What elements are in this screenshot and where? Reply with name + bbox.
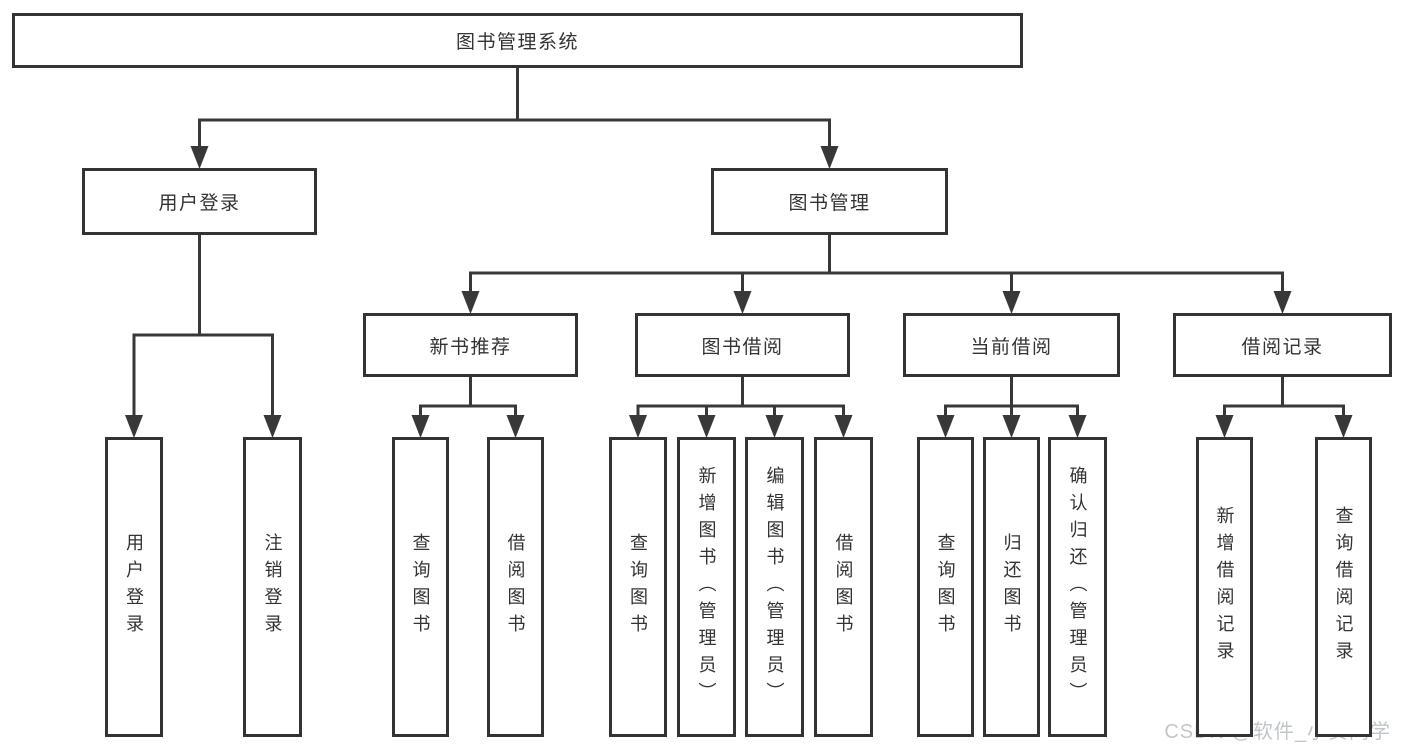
arrowhead-icon bbox=[834, 415, 853, 438]
diagram-node-new-book-rec: 新书推荐 bbox=[363, 313, 578, 377]
arrowhead-icon bbox=[733, 291, 752, 314]
diagram-node-leaf-borrow-book-1: 借阅图书 bbox=[487, 437, 544, 737]
diagram-node-leaf-borrow-book-2: 借阅图书 bbox=[814, 437, 873, 737]
arrowhead-icon bbox=[1273, 291, 1292, 314]
arrowhead-icon bbox=[820, 146, 839, 169]
arrowhead-icon bbox=[411, 415, 430, 438]
diagram-node-current-borrow: 当前借阅 bbox=[903, 313, 1120, 377]
diagram-node-leaf-query-book-3: 查询图书 bbox=[917, 437, 974, 737]
arrowhead-icon bbox=[125, 415, 143, 438]
diagram-node-leaf-query-record: 查询借阅记录 bbox=[1315, 437, 1372, 737]
arrowhead-icon bbox=[506, 415, 525, 438]
node-label: 新增图书（管理员） bbox=[696, 465, 717, 709]
diagram-node-book-borrow: 图书借阅 bbox=[635, 313, 850, 377]
node-label: 查询借阅记录 bbox=[1333, 506, 1354, 668]
arrowhead-icon bbox=[190, 146, 209, 169]
node-label: 查询图书 bbox=[410, 533, 431, 641]
node-label: 编辑图书（管理员） bbox=[764, 465, 785, 709]
arrowhead-icon bbox=[1068, 415, 1087, 438]
diagram-node-leaf-add-book: 新增图书（管理员） bbox=[677, 437, 736, 737]
diagram-node-borrow-record: 借阅记录 bbox=[1173, 313, 1392, 377]
arrowhead-icon bbox=[1334, 415, 1353, 438]
arrowhead-icon bbox=[461, 291, 480, 314]
arrowhead-icon bbox=[697, 415, 716, 438]
node-label: 新增借阅记录 bbox=[1214, 506, 1235, 668]
arrowhead-icon bbox=[936, 415, 955, 438]
node-label: 注销登录 bbox=[262, 533, 283, 641]
arrowhead-icon bbox=[1215, 415, 1234, 438]
diagram-node-book-mgmt: 图书管理 bbox=[711, 168, 948, 235]
node-label: 借阅图书 bbox=[833, 533, 854, 641]
arrowhead-icon bbox=[765, 415, 784, 438]
diagram-node-leaf-add-record: 新增借阅记录 bbox=[1196, 437, 1253, 737]
arrowhead-icon bbox=[629, 415, 647, 438]
arrowhead-icon bbox=[1002, 291, 1021, 314]
arrowhead-icon bbox=[263, 415, 282, 438]
node-label: 归还图书 bbox=[1001, 533, 1022, 641]
node-label: 查询图书 bbox=[935, 533, 956, 641]
diagram-node-leaf-return-book: 归还图书 bbox=[983, 437, 1040, 737]
diagram-node-leaf-query-book-1: 查询图书 bbox=[392, 437, 449, 737]
diagram-node-leaf-user-login: 用户登录 bbox=[105, 437, 163, 737]
arrowhead-icon bbox=[1002, 415, 1021, 438]
node-label: 借阅图书 bbox=[505, 533, 526, 641]
diagram-node-leaf-logout: 注销登录 bbox=[243, 437, 302, 737]
diagram-node-root: 图书管理系统 bbox=[12, 13, 1023, 68]
diagram-node-user-login: 用户登录 bbox=[82, 168, 317, 235]
diagram-node-leaf-edit-book: 编辑图书（管理员） bbox=[745, 437, 804, 737]
node-label: 用户登录 bbox=[124, 533, 144, 641]
node-label: 查询图书 bbox=[628, 533, 648, 641]
node-label: 确认归还（管理员） bbox=[1067, 465, 1088, 709]
diagram-node-leaf-query-book-2: 查询图书 bbox=[609, 437, 667, 737]
diagram-node-leaf-confirm-return: 确认归还（管理员） bbox=[1048, 437, 1107, 737]
